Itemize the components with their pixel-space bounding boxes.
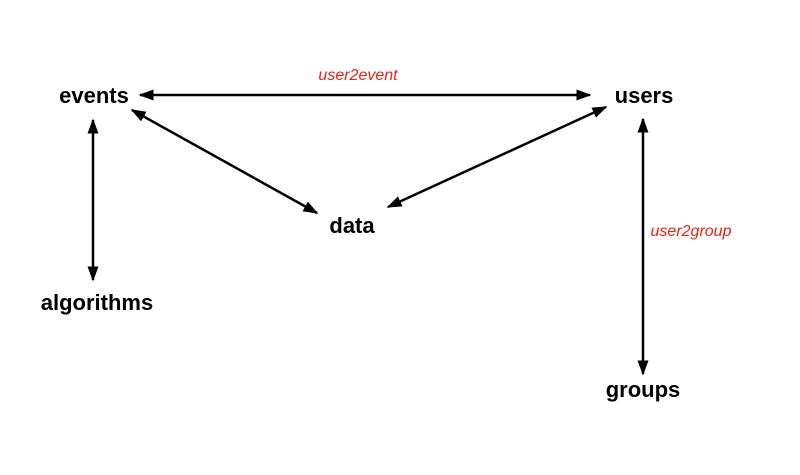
- node-events: events: [59, 83, 129, 108]
- node-algorithms: algorithms: [40, 290, 154, 315]
- node-users: users: [614, 83, 674, 108]
- edge-label-user2group: user2group: [650, 223, 732, 240]
- edge-users-data-arrow: [386, 105, 608, 209]
- node-groups: groups: [605, 377, 681, 402]
- edge-events-data-arrow: [130, 108, 319, 215]
- edge-label-user2event: user2event: [318, 67, 398, 84]
- node-data: data: [329, 213, 375, 238]
